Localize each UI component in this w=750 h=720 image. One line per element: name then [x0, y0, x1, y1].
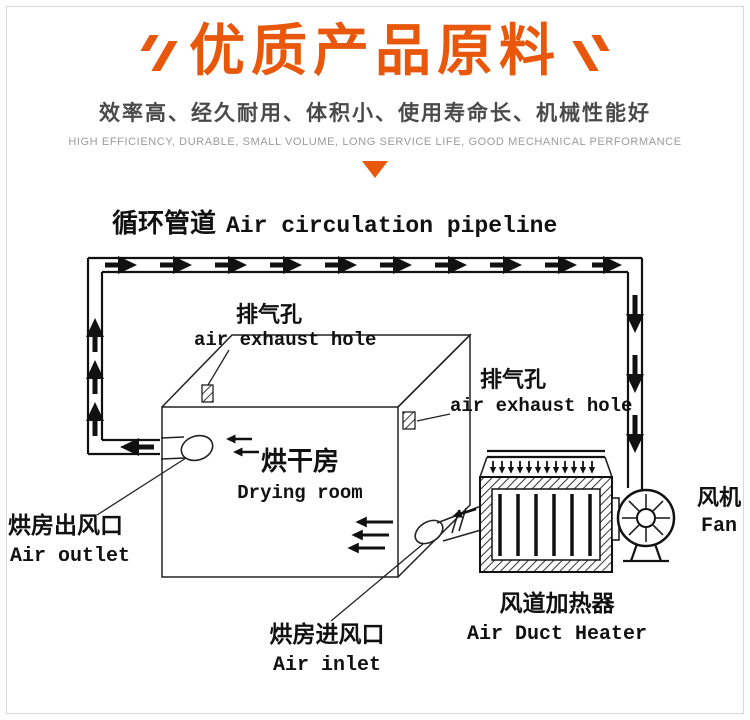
- title-row: 优质产品原料: [0, 19, 750, 82]
- diagram-title-zh: 循环管道: [112, 208, 216, 238]
- label-air-inlet-en: Air inlet: [273, 654, 381, 677]
- page-title: 优质产品原料: [189, 19, 561, 82]
- label-air-inlet-zh: 烘房进风口: [270, 621, 385, 647]
- exhaust-hole-right: [402, 411, 451, 430]
- label-exhaust-top-en: air exhaust hole: [194, 329, 376, 351]
- slant-bar-icon: [140, 35, 159, 52]
- label-fan-en: Fan: [701, 515, 737, 538]
- heater-intake-arrows: [489, 460, 596, 474]
- slant-bar-icon: [572, 41, 599, 72]
- header-deco-left: [140, 29, 178, 73]
- air-outlet-port: [96, 434, 259, 516]
- slant-bar-icon: [591, 35, 610, 52]
- label-exhaust-right-en: air exhaust hole: [450, 395, 632, 417]
- label-heater-en: Air Duct Heater: [467, 623, 647, 646]
- label-heater-zh: 风道加热器: [500, 590, 616, 616]
- header-deco-right: [572, 29, 610, 73]
- fan-icon: [616, 488, 676, 562]
- label-air-outlet-en: Air outlet: [10, 545, 130, 568]
- slant-bar-icon: [151, 41, 178, 72]
- label-exhaust-right-zh: 排气孔: [480, 367, 546, 392]
- subtitle-zh: 效率高、经久耐用、体积小、使用寿命长、机械性能好: [99, 101, 651, 125]
- label-drying-room-en: Drying room: [237, 482, 362, 504]
- down-triangle-icon: [362, 160, 388, 178]
- label-exhaust-top-zh: 排气孔: [236, 302, 302, 327]
- header: 优质产品原料 效率高、经久耐用、体积小、使用寿命长、机械性能好 HIGH EFF…: [0, 0, 750, 178]
- label-drying-room-zh: 烘干房: [261, 446, 339, 476]
- label-fan-zh: 风机: [697, 485, 741, 510]
- air-duct-heater: [479, 449, 620, 573]
- air-circulation-diagram: 循环管道 Air circulation pipeline: [8, 208, 741, 677]
- label-air-outlet-zh: 烘房出风口: [8, 512, 123, 538]
- air-inlet-port: [330, 505, 482, 622]
- exhaust-hole-top: [201, 349, 230, 403]
- diagram-title-en: Air circulation pipeline: [226, 213, 557, 239]
- subtitle-en: HIGH EFFICIENCY, DURABLE, SMALL VOLUME, …: [68, 135, 682, 148]
